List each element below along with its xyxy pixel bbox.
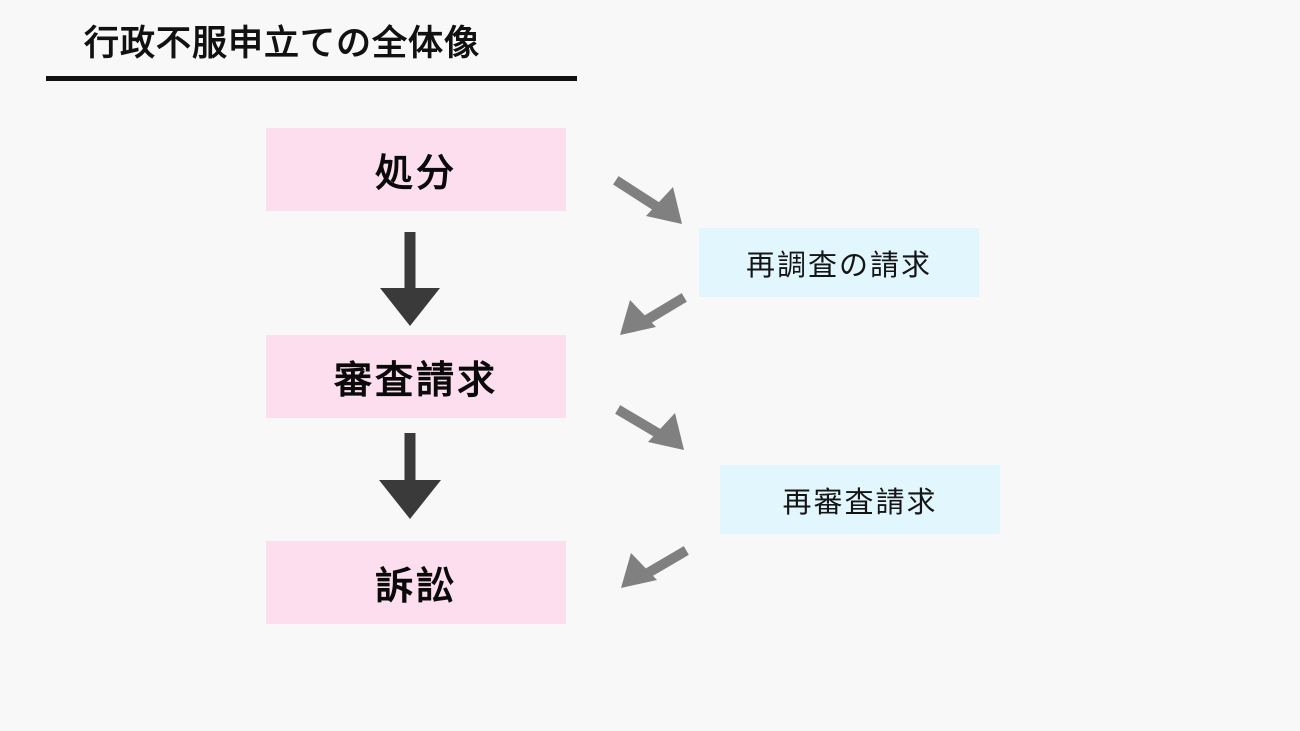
node-shobun-label: 処分 <box>374 153 457 195</box>
node-saichousa-no-seikyu-label: 再調査の請求 <box>745 249 932 282</box>
diagram-title-block: 行政不服申立ての全体像 <box>46 22 586 81</box>
title-underline-rule <box>46 75 577 81</box>
node-saishinsa-seikyu-label: 再審査請求 <box>782 486 938 519</box>
node-saichousa-no-seikyu[interactable]: 再調査の請求 <box>699 228 979 297</box>
arrow-shinsa-to-soshou <box>379 433 441 519</box>
node-shinsa-seikyu-label: 審査請求 <box>333 360 498 402</box>
arrow-shobun-to-saichousa <box>613 176 682 224</box>
node-saishinsa-seikyu[interactable]: 再審査請求 <box>720 465 1000 534</box>
node-soshou-label: 訴訟 <box>374 566 457 608</box>
page-title: 行政不服申立ての全体像 <box>84 24 481 63</box>
node-soshou[interactable]: 訴訟 <box>266 541 566 624</box>
arrow-saishinsa-to-soshou <box>621 546 689 588</box>
arrow-saichousa-to-shinsa <box>620 293 687 335</box>
node-shobun[interactable]: 処分 <box>266 128 566 211</box>
arrow-shinsa-to-saishinsa <box>615 405 684 450</box>
node-shinsa-seikyu[interactable]: 審査請求 <box>266 335 566 418</box>
arrow-shobun-to-shinsa <box>380 232 440 326</box>
